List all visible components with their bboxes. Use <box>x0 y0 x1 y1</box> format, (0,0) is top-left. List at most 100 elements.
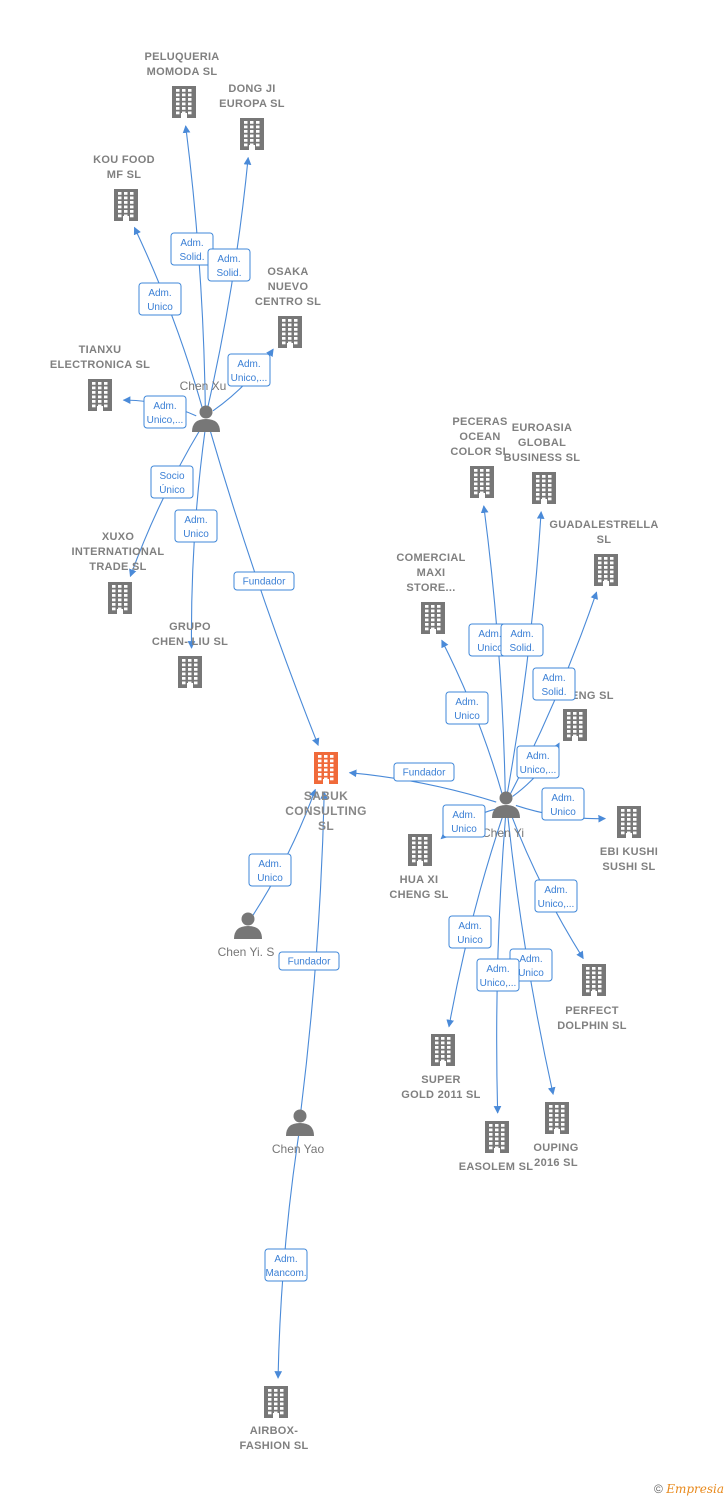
person-icon <box>192 405 220 432</box>
node-comercial[interactable]: COMERCIAL MAXI STORE... <box>396 552 465 634</box>
building-icon <box>108 582 132 614</box>
edge-label-chenyi-euroasia[interactable]: Adm.Solid. <box>500 623 544 657</box>
edge-label-chenyi-huaxi[interactable]: Adm.Unico <box>442 804 486 838</box>
node-label-perfect: DOLPHIN SL <box>557 1020 627 1032</box>
node-label-comercial: MAXI <box>417 567 446 579</box>
building-icon <box>240 118 264 150</box>
node-label-euroasia: EUROASIA <box>512 422 572 434</box>
node-label-chenliu: GRUPO <box>169 621 211 633</box>
node-chenyi[interactable]: Chen Yi <box>482 791 524 841</box>
edge-label-text: Adm. <box>519 954 542 965</box>
node-airbox[interactable]: AIRBOX-FASHION SL <box>239 1386 308 1452</box>
node-label-osaka: NUEVO <box>268 281 309 293</box>
building-icon <box>408 834 432 866</box>
node-label-supergold: GOLD 2011 SL <box>401 1089 480 1101</box>
edge-label-chenxu-peluqueria[interactable]: Adm.Solid. <box>170 232 214 266</box>
node-label-xuxo: INTERNATIONAL <box>72 546 165 558</box>
node-label-easolem: EASOLEM SL <box>459 1161 534 1173</box>
node-chenyao[interactable]: Chen Yao <box>272 1109 325 1157</box>
node-easolem[interactable]: EASOLEM SL <box>459 1121 534 1173</box>
edge-label-chenyi-guadal[interactable]: Adm.Solid. <box>532 667 576 701</box>
edge-label-chenyao-sabuk[interactable]: Fundador <box>278 951 340 971</box>
edge-label-chenyi-zheng[interactable]: Adm.Unico,... <box>516 745 560 779</box>
node-label-comercial: STORE... <box>406 582 455 594</box>
building-icon <box>545 1102 569 1134</box>
edge-label-text: Adm. <box>551 793 574 804</box>
edge-label-text: Unico,... <box>147 415 184 426</box>
main-building-icon <box>314 752 338 784</box>
node-label-dongji: DONG JI <box>228 83 275 95</box>
node-label-perfect: PERFECT <box>565 1005 618 1017</box>
edge-label-text: Unico <box>451 824 477 835</box>
edge-label-text: Fundador <box>243 577 286 588</box>
node-label-chenyi: Chen Yi <box>482 826 524 840</box>
edge-label-chenyi-ebikushi[interactable]: Adm.Unico <box>541 787 585 821</box>
edge-label-chenyi-comercial[interactable]: Adm.Unico <box>445 691 489 725</box>
edge-label-text: Unico <box>147 302 173 313</box>
edge-label-chenyi-supergold[interactable]: Adm.Unico <box>448 915 492 949</box>
node-chenyis[interactable]: Chen Yi. S <box>218 912 275 960</box>
node-label-chenyis: Chen Yi. S <box>218 945 275 959</box>
edge-label-text: Fundador <box>403 768 446 779</box>
edge-line-chenyi-sabuk <box>348 769 497 803</box>
edge-label-text: Unico,... <box>480 978 517 989</box>
credit[interactable]: © Empresia <box>654 1482 724 1496</box>
edge-label-text: Adm. <box>510 629 533 640</box>
edge-label-chenyao-airbox[interactable]: Adm.Mancom. <box>264 1248 308 1282</box>
edge-label-chenyi-sabuk[interactable]: Fundador <box>393 762 455 782</box>
edge-label-chenyi-ouping[interactable]: Adm.Unico,... <box>476 958 520 992</box>
node-label-guadal: SL <box>597 534 612 546</box>
edge-label-chenyis-sabuk[interactable]: Adm.Unico <box>248 853 292 887</box>
edge-label-chenyi-perfect[interactable]: Adm.Unico,... <box>534 879 578 913</box>
node-label-chenliu: CHEN- LIU SL <box>152 636 228 648</box>
edge-label-chenxu-sabuk[interactable]: Fundador <box>233 571 295 591</box>
node-label-airbox: FASHION SL <box>239 1440 308 1452</box>
edge-label-text: Único <box>159 483 185 496</box>
edge-label-text: Adm. <box>148 288 171 299</box>
building-icon <box>617 806 641 838</box>
node-label-euroasia: BUSINESS SL <box>504 452 581 464</box>
node-chenxu[interactable]: Chen Xu <box>180 379 227 432</box>
person-icon <box>492 791 520 818</box>
node-label-peceras: OCEAN <box>459 431 500 443</box>
edge-label-text: Adm. <box>455 697 478 708</box>
node-label-chenxu: Chen Xu <box>180 379 227 393</box>
edge-label-text: Adm. <box>153 401 176 412</box>
edge-label-text: Unico <box>457 935 483 946</box>
edge-label-text: Unico,... <box>538 899 575 910</box>
person-icon <box>234 912 262 939</box>
edge-label-chenxu-tianxu[interactable]: Adm. Unico,... <box>143 395 187 429</box>
node-perfect[interactable]: PERFECT DOLPHIN SL <box>557 964 627 1032</box>
node-label-peceras: COLOR SL <box>450 446 509 458</box>
node-label-euroasia: GLOBAL <box>518 437 566 449</box>
node-label-comercial: COMERCIAL <box>396 552 465 564</box>
edge-label-chenxu-dongji[interactable]: Adm.Solid. <box>207 248 251 282</box>
edge-label-chenxu-chenliu[interactable]: Adm.Unico <box>174 509 218 543</box>
edge-label-text: Unico,... <box>231 373 268 384</box>
building-icon <box>563 709 587 741</box>
edge-label-chenxu-koufood[interactable]: Adm. Unico <box>138 282 182 316</box>
edge-label-chenyi-easolem[interactable]: Adm.Unico <box>509 948 553 982</box>
edge-label-chenxu-osaka[interactable]: Adm. Unico,... <box>227 353 271 387</box>
edge-label-text: Adm. <box>237 359 260 370</box>
building-icon <box>421 602 445 634</box>
node-label-peceras: PECERAS <box>452 416 507 428</box>
node-peceras[interactable]: PECERAS OCEAN COLOR SL <box>450 416 509 498</box>
node-euroasia[interactable]: EUROASIA GLOBAL BUSINESS SL <box>504 422 581 504</box>
node-chenliu[interactable]: GRUPO CHEN- LIU SL <box>152 621 228 688</box>
